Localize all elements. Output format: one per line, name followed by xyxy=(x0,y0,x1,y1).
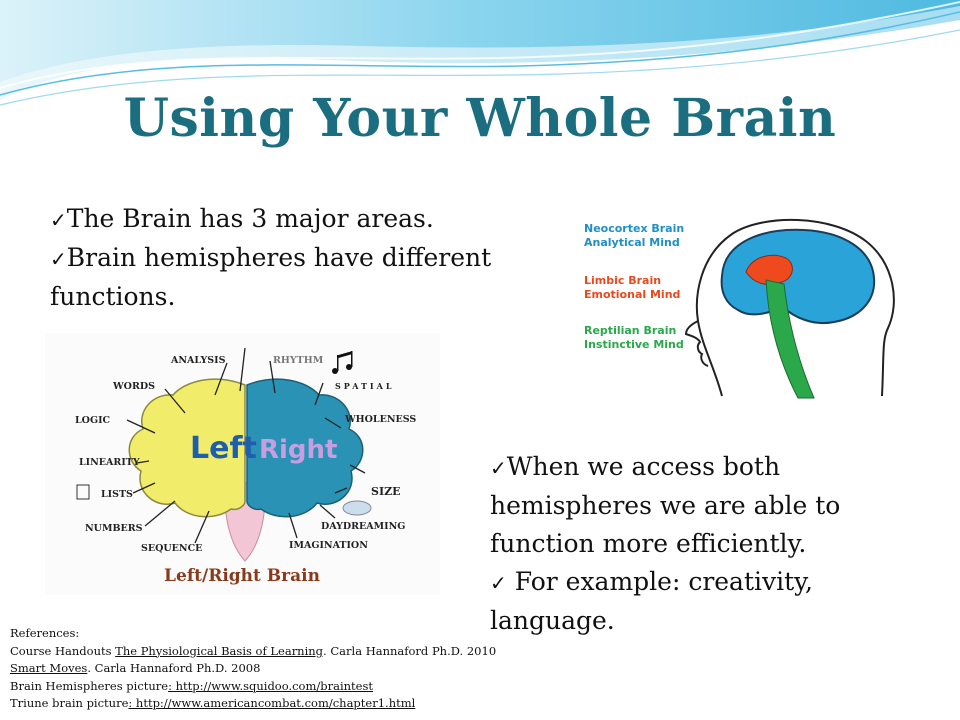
brain-left-word: Left xyxy=(190,431,257,466)
slide-title: Using Your Whole Brain xyxy=(123,88,837,149)
label-emotional: Emotional Mind xyxy=(584,288,680,301)
brain-caption: Left/Right Brain xyxy=(164,566,320,586)
references: References: Course Handouts The Physiolo… xyxy=(10,625,570,713)
reference-1: Course Handouts The Physiological Basis … xyxy=(10,643,497,658)
label-size: SIZE xyxy=(371,485,401,498)
label-neocortex: Neocortex Brain xyxy=(584,222,684,235)
music-notes-icon xyxy=(332,351,353,374)
left-right-brain-image: Left Right ANALYSIS WORDS LOGIC LINEARIT… xyxy=(45,333,440,595)
label-imagination: IMAGINATION xyxy=(289,540,368,551)
header-wave xyxy=(0,0,960,106)
brain-right-word: Right xyxy=(259,435,337,465)
label-words: WORDS xyxy=(112,381,155,392)
label-numbers: NUMBERS xyxy=(85,523,143,534)
bullet-example: ✓ For example: creativity, language. xyxy=(490,567,813,635)
label-analytical: Analytical Mind xyxy=(584,236,680,249)
check-icon: ✓ xyxy=(490,456,507,480)
label-linearity: LINEARITY xyxy=(79,457,140,468)
label-logic: LOGIC xyxy=(75,415,111,426)
bullets-right: ✓When we access both hemispheres we are … xyxy=(490,448,930,640)
label-rhythm: RHYTHM xyxy=(273,355,324,366)
reference-link-squidoo[interactable]: : http://www.squidoo.com/braintest xyxy=(168,678,373,693)
bullet-access-both: ✓When we access both hemispheres we are … xyxy=(490,452,841,558)
label-wholeness: WHOLENESS xyxy=(344,414,416,425)
list-icon xyxy=(76,484,90,500)
check-icon: ✓ xyxy=(50,247,67,271)
reference-link-americancombat[interactable]: : http://www.americancombat.com/chapter1… xyxy=(128,696,416,710)
cloud-icon xyxy=(342,500,372,516)
label-instinctive: Instinctive Mind xyxy=(584,338,684,351)
label-daydreaming: DAYDREAMING xyxy=(321,521,405,532)
reference-2: Smart Moves. Carla Hannaford Ph.D. 2008 xyxy=(10,661,261,675)
references-heading: References: xyxy=(10,626,80,640)
label-reptilian: Reptilian Brain xyxy=(584,324,676,337)
bullet-brain-areas: ✓The Brain has 3 major areas. xyxy=(50,204,434,233)
bullets-top: ✓The Brain has 3 major areas. ✓Brain hem… xyxy=(50,200,540,316)
label-analysis: ANALYSIS xyxy=(170,355,226,366)
check-icon: ✓ xyxy=(50,208,67,232)
label-spatial: SPATIAL xyxy=(335,381,395,391)
reference-3: Brain Hemispheres picture: http://www.sq… xyxy=(10,678,373,693)
label-limbic: Limbic Brain xyxy=(584,274,661,287)
label-lists: LISTS xyxy=(101,489,133,500)
triune-brain-image: Neocortex Brain Analytical Mind Limbic B… xyxy=(582,206,904,402)
reference-4: Triune brain picture: http://www.america… xyxy=(10,696,416,710)
label-sequence: SEQUENCE xyxy=(141,543,202,554)
check-icon: ✓ xyxy=(490,571,507,595)
bullet-hemispheres: ✓Brain hemispheres have different functi… xyxy=(50,243,492,311)
